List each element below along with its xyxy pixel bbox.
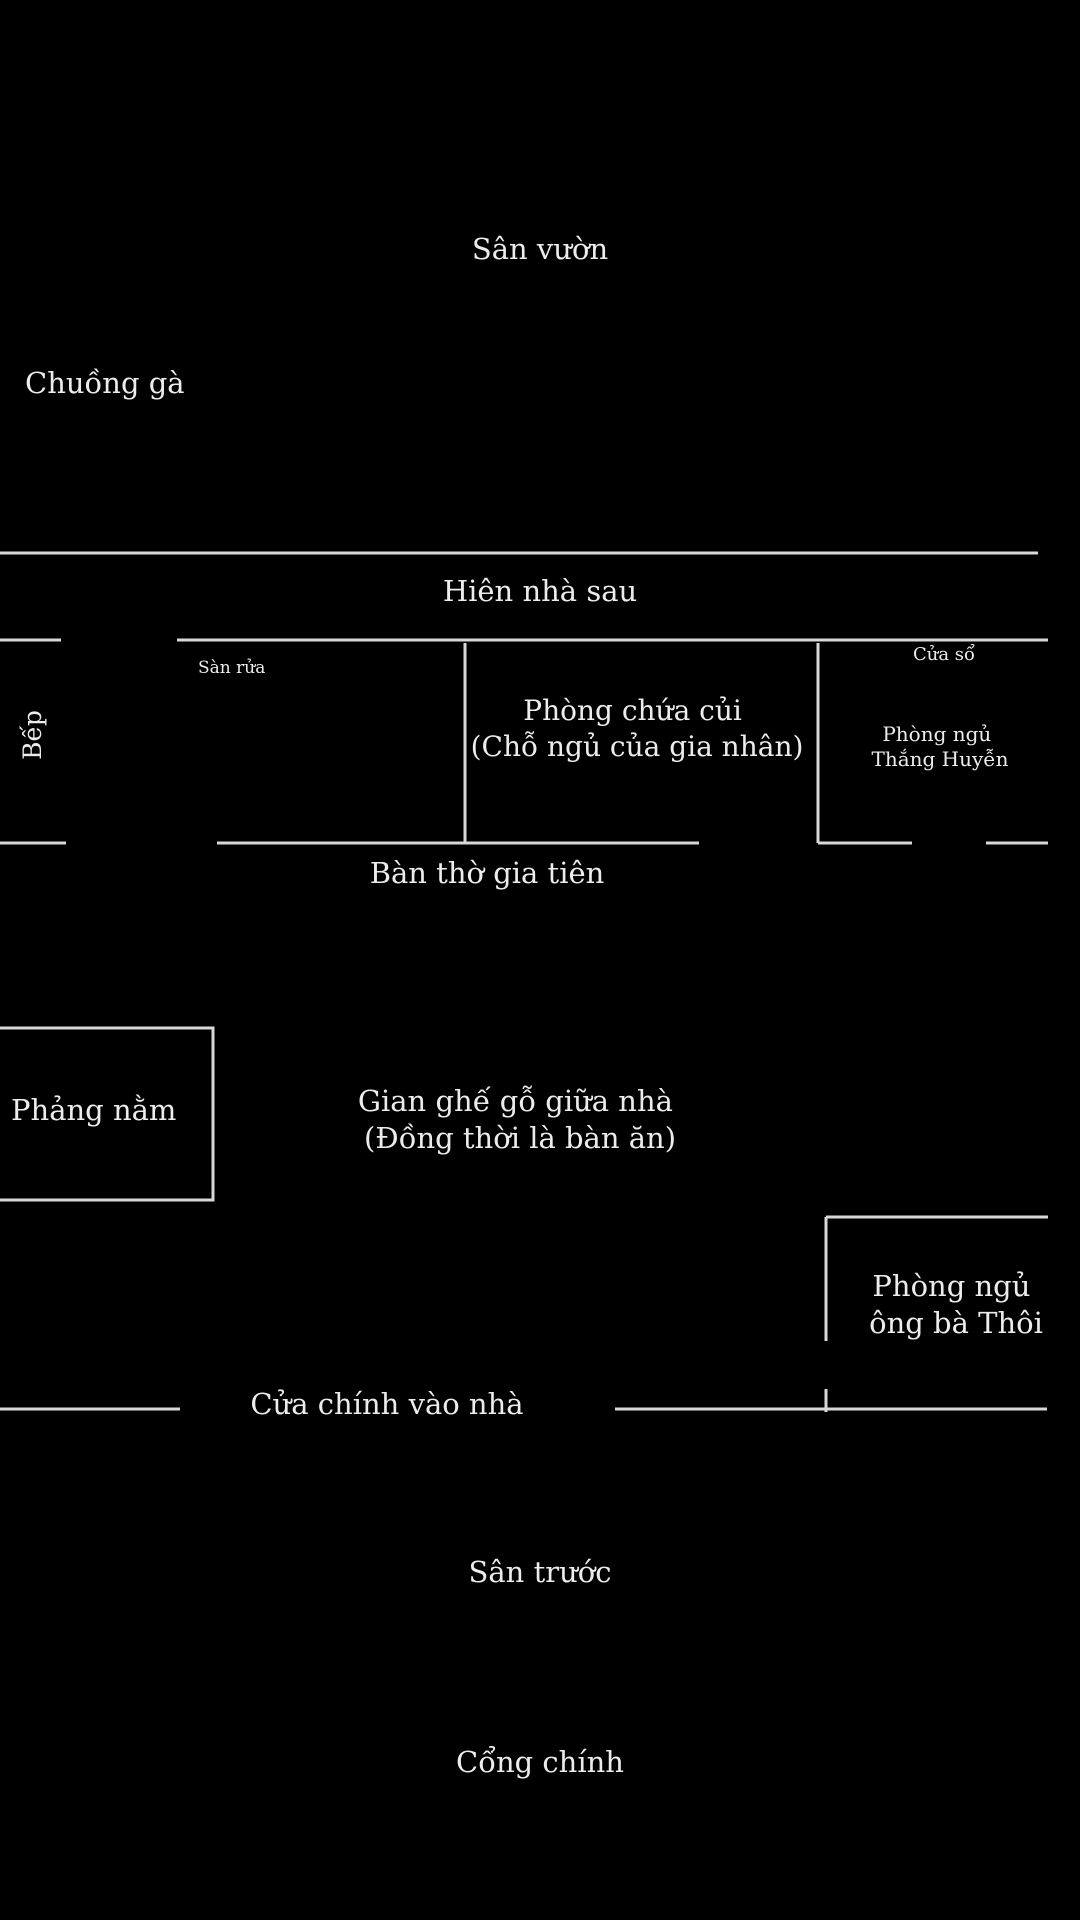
label-phang-nam: Phảng nằm bbox=[11, 1093, 176, 1127]
label-phong-chua-cui-line1: Phòng chứa củi bbox=[523, 694, 742, 727]
label-chuong-ga: Chuồng gà bbox=[25, 366, 185, 400]
label-san-truoc: Sân trước bbox=[469, 1555, 612, 1589]
walls bbox=[0, 551, 1048, 1412]
phang-nam-box bbox=[0, 1026, 215, 1202]
label-hien-nha-sau: Hiên nhà sau bbox=[443, 574, 637, 608]
label-phong-chua-cui: Phòng chứa củi (Chỗ ngủ của gia nhân) bbox=[471, 694, 804, 763]
label-phong-ngu-thang-huyen-line2: Thắng Huyễn bbox=[872, 747, 1009, 771]
label-san-rua: Sàn rửa bbox=[198, 658, 265, 678]
label-bep: Bếp bbox=[18, 710, 47, 760]
label-gian-ghe-go-line1: Gian ghế gỗ giữa nhà bbox=[358, 1084, 673, 1118]
label-gian-ghe-go: Gian ghế gỗ giữa nhà (Đồng thời là bàn ă… bbox=[358, 1084, 682, 1155]
label-phong-ngu-thang-huyen: Phòng ngủ Thắng Huyễn bbox=[872, 722, 1009, 771]
label-ban-tho-gia-tien: Bàn thờ gia tiên bbox=[370, 856, 605, 890]
label-cua-chinh-vao-nha: Cửa chính vào nhà bbox=[250, 1387, 523, 1421]
label-cua-so: Cửa sổ bbox=[913, 643, 975, 665]
label-phong-ngu-ong-ba-thoi: Phòng ngủ ông bà Thôi bbox=[869, 1269, 1043, 1340]
label-phong-chua-cui-line2: (Chỗ ngủ của gia nhân) bbox=[471, 730, 804, 763]
label-phong-ngu-thang-huyen-line1: Phòng ngủ bbox=[882, 722, 991, 746]
label-san-vuon: Sân vườn bbox=[472, 232, 608, 266]
label-phong-ngu-ong-ba-thoi-line2: ông bà Thôi bbox=[869, 1306, 1043, 1340]
label-gian-ghe-go-line2: (Đồng thời là bàn ăn) bbox=[364, 1121, 676, 1155]
label-cong-chinh: Cổng chính bbox=[456, 1744, 624, 1779]
label-phong-ngu-ong-ba-thoi-line1: Phòng ngủ bbox=[872, 1269, 1030, 1303]
